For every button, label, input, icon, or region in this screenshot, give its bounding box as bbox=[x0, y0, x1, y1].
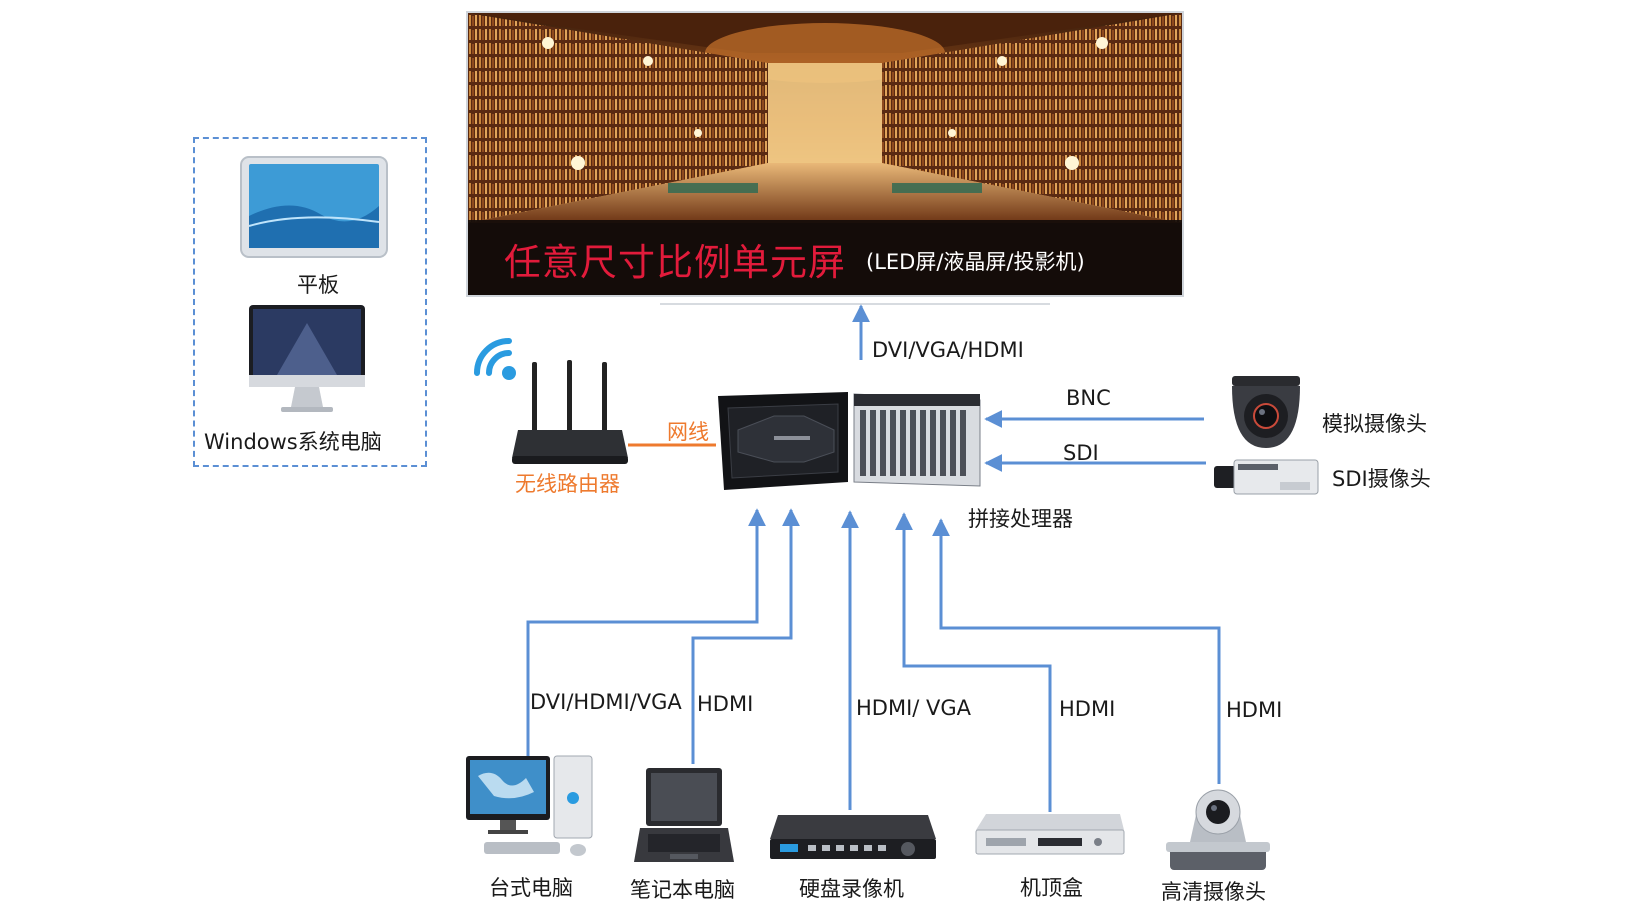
display-caption-sub: (LED屏/液晶屏/投影机) bbox=[866, 250, 1085, 274]
dvr-icon bbox=[770, 815, 936, 859]
client-devices-group bbox=[193, 137, 427, 467]
windows-computer-label: Windows系统电脑 bbox=[204, 430, 382, 454]
display-caption-bar: 任意尺寸比例单元屏 (LED屏/液晶屏/投影机) bbox=[468, 220, 1182, 295]
label-bnc: BNC bbox=[1066, 386, 1111, 410]
label-hdmi-stb: HDMI bbox=[1059, 697, 1116, 721]
wireless-router-icon bbox=[512, 360, 628, 464]
display-caption-main: 任意尺寸比例单元屏 bbox=[504, 241, 846, 284]
line-desktop bbox=[526, 508, 766, 756]
tablet-label: 平板 bbox=[297, 273, 339, 297]
sdi-camera-label: SDI摄像头 bbox=[1332, 467, 1431, 491]
label-hdmi-vga-dvr: HDMI/ VGA bbox=[856, 696, 972, 720]
windows-computer-icon bbox=[249, 305, 365, 412]
hd-camera-icon bbox=[1166, 789, 1270, 870]
desktop-label: 台式电脑 bbox=[489, 876, 573, 900]
line-hd-camera bbox=[932, 518, 1221, 784]
splicing-processor-icon bbox=[718, 392, 981, 490]
desktop-computer-icon bbox=[466, 755, 593, 856]
tablet-icon bbox=[240, 156, 388, 258]
hd-camera-label: 高清摄像头 bbox=[1161, 880, 1266, 904]
display-base-line bbox=[660, 303, 1050, 305]
label-dvi-hdmi-vga: DVI/HDMI/VGA bbox=[530, 690, 682, 714]
label-sdi: SDI bbox=[1063, 441, 1099, 465]
analog-camera-label: 模拟摄像头 bbox=[1322, 412, 1427, 436]
splicing-processor-label: 拼接处理器 bbox=[968, 507, 1073, 531]
label-hdmi-laptop: HDMI bbox=[697, 692, 754, 716]
set-top-box-label: 机顶盒 bbox=[1020, 876, 1083, 900]
display-wall: 任意尺寸比例单元屏 (LED屏/液晶屏/投影机) bbox=[466, 11, 1184, 297]
wireless-router-label: 无线路由器 bbox=[515, 472, 620, 496]
line-laptop bbox=[691, 508, 800, 764]
wifi-icon bbox=[474, 338, 516, 380]
analog-dome-camera-icon bbox=[1232, 376, 1300, 448]
sdi-box-camera-icon bbox=[1214, 459, 1319, 495]
laptop-icon bbox=[634, 768, 734, 862]
line-set-top-box bbox=[895, 512, 1052, 812]
set-top-box-icon bbox=[975, 814, 1125, 855]
label-hdmi-camera: HDMI bbox=[1226, 698, 1283, 722]
library-image bbox=[468, 13, 1182, 223]
label-network-cable: 网线 bbox=[667, 420, 709, 444]
dvr-label: 硬盘录像机 bbox=[799, 877, 904, 901]
label-dvi-vga-hdmi: DVI/VGA/HDMI bbox=[872, 338, 1024, 362]
laptop-label: 笔记本电脑 bbox=[630, 878, 735, 902]
